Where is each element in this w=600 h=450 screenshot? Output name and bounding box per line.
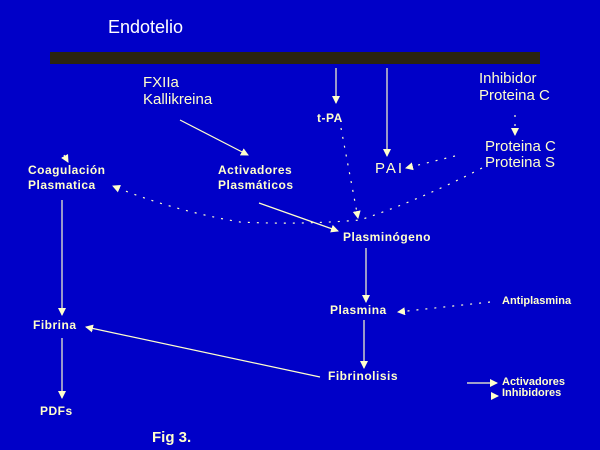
label-pdfs: PDFs xyxy=(40,404,73,418)
label-coagulacion: Coagulación xyxy=(28,163,106,177)
label-plasmatica: Plasmatica xyxy=(28,178,96,192)
label-proteina-c: Proteina C xyxy=(485,138,556,155)
legend-inhibidores: Inhibidores xyxy=(502,387,561,399)
label-pai: PAI xyxy=(375,160,404,177)
label-activadores: Activadores xyxy=(218,163,292,177)
arrow-fxii-activadores xyxy=(179,119,249,156)
label-plasminogeno: Plasminógeno xyxy=(343,230,431,244)
title-endotelio: Endotelio xyxy=(108,17,183,37)
arrow-activadores-plasminogeno xyxy=(258,202,339,233)
arrow-fibrinolisis-fibrina xyxy=(85,324,321,378)
label-inhibidor-proteina-c: Proteina C xyxy=(479,87,550,104)
endothelium-bar xyxy=(50,52,540,64)
label-kallikreina: Kallikreina xyxy=(143,91,213,108)
dotted-proteina-pai xyxy=(405,155,456,171)
legend-activadores: Activadores xyxy=(502,376,565,388)
arrowhead-coagulacion xyxy=(61,153,69,163)
label-fxiia: FXIIa xyxy=(143,74,180,91)
dotted-proteina-curve xyxy=(112,167,483,224)
label-plasmaticos: Plasmáticos xyxy=(218,178,294,192)
figure-caption: Fig 3. xyxy=(152,429,191,446)
label-plasmina: Plasmina xyxy=(330,303,387,317)
label-inhibidor: Inhibidor xyxy=(479,70,537,87)
label-antiplasmina: Antiplasmina xyxy=(502,295,572,307)
dotted-antiplasmina-plasmina xyxy=(397,301,491,316)
label-fibrina: Fibrina xyxy=(33,318,77,332)
label-proteina-s: Proteina S xyxy=(485,154,555,171)
label-tpa: t-PA xyxy=(317,111,343,125)
dotted-tpa-plasminogeno xyxy=(340,127,361,219)
label-fibrinolisis: Fibrinolisis xyxy=(328,369,398,383)
